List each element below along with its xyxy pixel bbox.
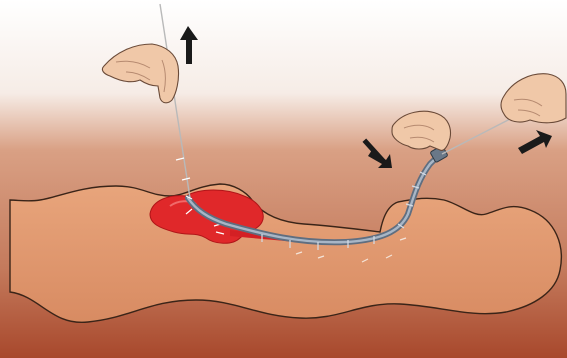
medical-illustration (0, 0, 567, 358)
illustration-canvas (0, 0, 567, 358)
